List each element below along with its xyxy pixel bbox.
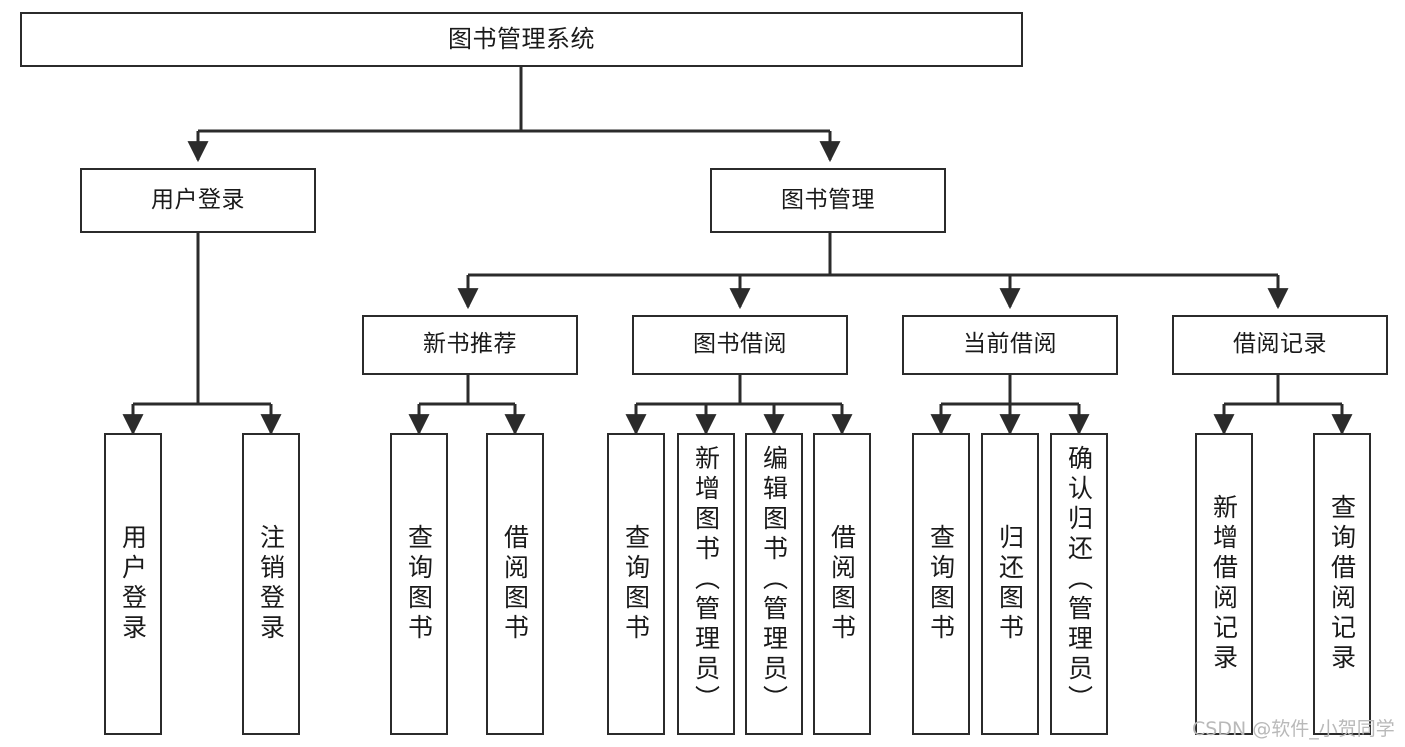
node-book-management-label: 图书管理 (781, 186, 875, 213)
leaf-book-borrow-add-book-admin-label: 新增图书（管理员） (691, 445, 721, 715)
leaf-current-borrow-confirm-return-admin-label: 确认归还（管理员） (1064, 445, 1094, 715)
leaf-user-login-logout[interactable]: 注销登录 (242, 433, 300, 735)
leaf-new-book-borrow-book-label: 借阅图书 (500, 524, 530, 644)
node-user-login-label: 用户登录 (151, 186, 245, 213)
node-current-borrow[interactable]: 当前借阅 (902, 315, 1118, 375)
node-new-book-recommend-label: 新书推荐 (423, 331, 517, 358)
leaf-user-login-login[interactable]: 用户登录 (104, 433, 162, 735)
node-book-borrow[interactable]: 图书借阅 (632, 315, 848, 375)
node-root-label: 图书管理系统 (448, 25, 595, 54)
leaf-new-book-query-book-label: 查询图书 (404, 524, 434, 644)
leaf-new-book-borrow-book[interactable]: 借阅图书 (486, 433, 544, 735)
leaf-current-borrow-query-book[interactable]: 查询图书 (912, 433, 970, 735)
leaf-borrow-record-add-record[interactable]: 新增借阅记录 (1195, 433, 1253, 735)
leaf-book-borrow-query-book[interactable]: 查询图书 (607, 433, 665, 735)
leaf-borrow-record-query-record[interactable]: 查询借阅记录 (1313, 433, 1371, 735)
leaf-current-borrow-query-book-label: 查询图书 (926, 524, 956, 644)
leaf-current-borrow-confirm-return-admin[interactable]: 确认归还（管理员） (1050, 433, 1108, 735)
node-book-management[interactable]: 图书管理 (710, 168, 946, 233)
leaf-book-borrow-borrow-book-label: 借阅图书 (827, 524, 857, 644)
leaf-book-borrow-add-book-admin[interactable]: 新增图书（管理员） (677, 433, 735, 735)
leaf-new-book-query-book[interactable]: 查询图书 (390, 433, 448, 735)
leaf-book-borrow-query-book-label: 查询图书 (621, 524, 651, 644)
node-root-book-management-system[interactable]: 图书管理系统 (20, 12, 1023, 67)
leaf-user-login-logout-label: 注销登录 (256, 524, 286, 644)
node-current-borrow-label: 当前借阅 (963, 331, 1057, 358)
node-borrow-record[interactable]: 借阅记录 (1172, 315, 1388, 375)
csdn-watermark: CSDN @软件_小贺同学 (1192, 718, 1395, 740)
leaf-book-borrow-borrow-book[interactable]: 借阅图书 (813, 433, 871, 735)
leaf-borrow-record-add-record-label: 新增借阅记录 (1209, 494, 1239, 674)
node-new-book-recommend[interactable]: 新书推荐 (362, 315, 578, 375)
node-borrow-record-label: 借阅记录 (1233, 331, 1327, 358)
leaf-current-borrow-return-book-label: 归还图书 (995, 524, 1025, 644)
leaf-borrow-record-query-record-label: 查询借阅记录 (1327, 494, 1357, 674)
leaf-book-borrow-edit-book-admin-label: 编辑图书（管理员） (759, 445, 789, 715)
node-book-borrow-label: 图书借阅 (693, 331, 787, 358)
leaf-current-borrow-return-book[interactable]: 归还图书 (981, 433, 1039, 735)
leaf-book-borrow-edit-book-admin[interactable]: 编辑图书（管理员） (745, 433, 803, 735)
node-user-login[interactable]: 用户登录 (80, 168, 316, 233)
leaf-user-login-login-label: 用户登录 (118, 524, 148, 644)
